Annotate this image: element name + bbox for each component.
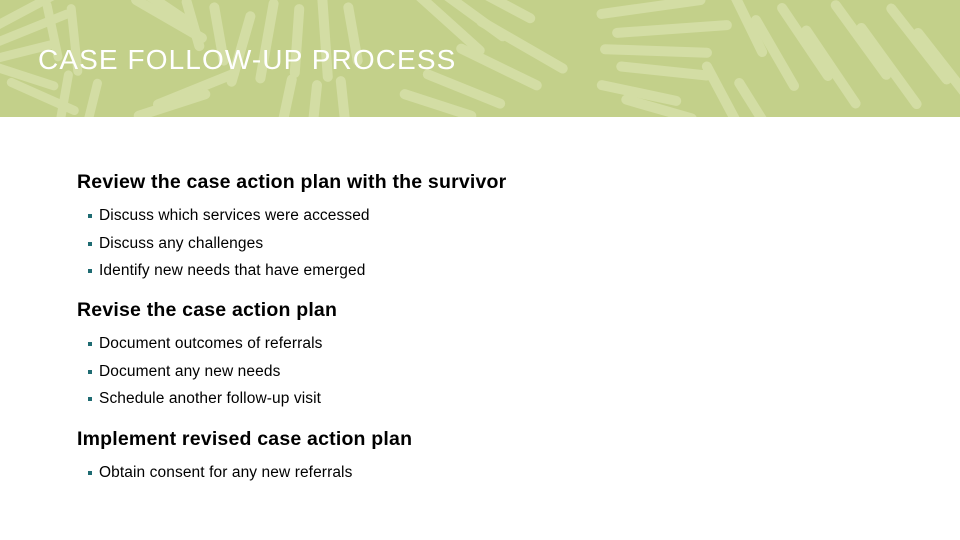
list-item-label: Document any new needs bbox=[99, 362, 281, 380]
bullet-dot-icon bbox=[88, 471, 92, 475]
section-heading: Review the case action plan with the sur… bbox=[77, 171, 507, 193]
list-item-label: Schedule another follow-up visit bbox=[99, 390, 322, 407]
list-item: Document any new needs bbox=[77, 358, 337, 386]
content-section-review: Review the case action plan with the sur… bbox=[77, 170, 506, 285]
page-title: CASE FOLLOW-UP PROCESS bbox=[38, 44, 457, 75]
bullet-dot-icon bbox=[88, 214, 92, 218]
section-heading: Implement revised case action plan bbox=[77, 428, 413, 450]
list-item-label: Document outcomes of referrals bbox=[99, 335, 323, 352]
bullet-dot-icon bbox=[88, 342, 92, 346]
slide-body: Review the case action plan with the sur… bbox=[0, 117, 960, 540]
bullet-list: Discuss which services were accessed Dis… bbox=[77, 202, 506, 285]
section-heading: Revise the case action plan bbox=[77, 299, 338, 321]
slide-header-banner: CASE FOLLOW-UP PROCESS bbox=[0, 0, 960, 117]
bullet-dot-icon bbox=[88, 397, 92, 401]
list-item: Obtain consent for any new referrals bbox=[77, 459, 412, 487]
bullet-dot-icon bbox=[88, 369, 92, 374]
bullet-dot-icon bbox=[88, 269, 92, 273]
list-item: Schedule another follow-up visit bbox=[77, 385, 337, 413]
bullet-list: Document outcomes of referrals Document … bbox=[77, 330, 337, 413]
list-item: Discuss which services were accessed bbox=[77, 202, 506, 230]
bullet-dot-icon bbox=[88, 241, 92, 246]
bullet-list: Obtain consent for any new referrals bbox=[77, 459, 412, 487]
list-item-label: Discuss any challenges bbox=[99, 234, 264, 252]
list-item-label: Identify new needs that have emerged bbox=[99, 262, 366, 279]
list-item: Identify new needs that have emerged bbox=[77, 257, 506, 285]
list-item: Document outcomes of referrals bbox=[77, 330, 337, 358]
list-item: Discuss any challenges bbox=[77, 230, 506, 258]
list-item-label: Discuss which services were accessed bbox=[99, 207, 370, 224]
content-section-implement: Implement revised case action plan Obtai… bbox=[77, 427, 412, 487]
content-section-revise: Revise the case action plan Document out… bbox=[77, 298, 337, 413]
list-item-label: Obtain consent for any new referrals bbox=[99, 464, 353, 481]
